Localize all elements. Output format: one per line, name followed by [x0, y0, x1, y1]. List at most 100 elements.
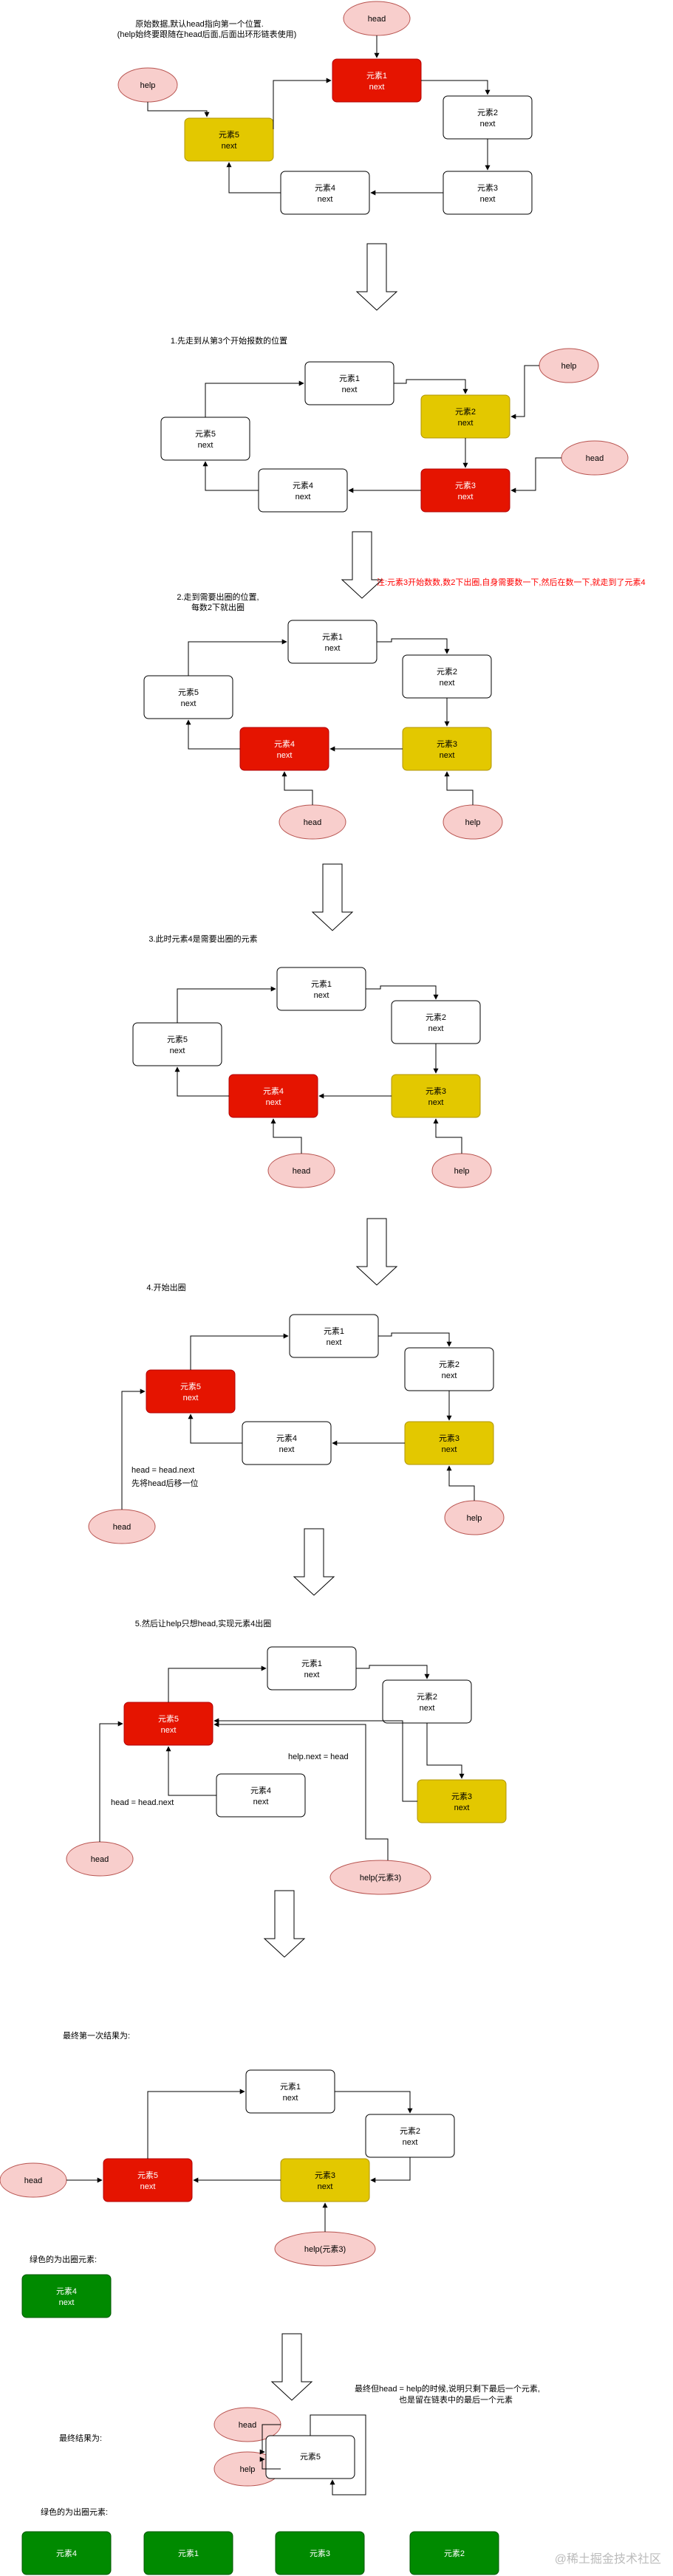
svg-text:next: next: [369, 83, 385, 92]
svg-text:元素1: 元素1: [366, 71, 387, 80]
links: [174, 985, 462, 1154]
step4-title: 4.开始出圈: [146, 1282, 185, 1292]
node-element2: 元素2 next: [382, 1679, 472, 1724]
svg-text:next: next: [283, 2094, 298, 2103]
svg-text:head: head: [368, 15, 386, 24]
down-arrow-5: [293, 1528, 335, 1596]
green-out-title: 绿色的为出圈元素:: [30, 2254, 97, 2264]
note-head-next: head = head.next: [111, 1798, 174, 1807]
svg-text:next: next: [183, 1394, 199, 1402]
svg-text:元素4: 元素4: [293, 481, 313, 490]
out-node-element1: 元素1: [143, 2531, 233, 2575]
svg-text:元素3: 元素3: [451, 1792, 472, 1801]
help-pointer: help: [444, 1500, 505, 1535]
node-element3: 元素3 next: [417, 1779, 507, 1823]
links: [185, 638, 474, 805]
svg-text:next: next: [325, 644, 341, 653]
node-element3: 元素3 next: [402, 727, 492, 771]
svg-text:next: next: [277, 751, 293, 760]
svg-text:元素3: 元素3: [315, 2171, 335, 2180]
svg-text:help: help: [465, 818, 481, 827]
svg-text:元素1: 元素1: [324, 1326, 344, 1336]
svg-text:next: next: [454, 1803, 470, 1812]
help-pointer: help: [443, 804, 503, 840]
svg-text:next: next: [181, 699, 197, 708]
node-element4: 元素4 next: [280, 171, 370, 215]
help-pointer: help: [539, 348, 599, 383]
help-element3-pointer: help(元素3): [329, 1860, 431, 1895]
svg-text:next: next: [428, 1024, 444, 1033]
svg-text:head: head: [586, 454, 604, 463]
svg-text:help(元素3): help(元素3): [360, 1873, 401, 1883]
svg-text:help: help: [140, 81, 156, 90]
head-pointer: head: [88, 1509, 156, 1544]
svg-text:元素5: 元素5: [300, 2452, 321, 2462]
links: [259, 2414, 366, 2496]
svg-text:元素4: 元素4: [276, 1433, 297, 1443]
svg-text:元素5: 元素5: [195, 429, 216, 439]
svg-text:元素4: 元素4: [56, 2549, 77, 2558]
step5-title: 5.然后让help只想head,实现元素4出圈: [135, 1618, 272, 1628]
svg-text:元素4: 元素4: [56, 2286, 77, 2296]
svg-text:next: next: [420, 1704, 435, 1713]
svg-text:next: next: [161, 1726, 177, 1735]
node-element2: 元素2 next: [404, 1347, 494, 1391]
down-arrow-6: [263, 1890, 306, 1958]
note-head-move: 先将head后移一位: [131, 1478, 198, 1488]
svg-text:元素5: 元素5: [158, 1714, 179, 1724]
svg-text:元素2: 元素2: [439, 1360, 460, 1369]
svg-text:元素3: 元素3: [455, 481, 476, 490]
svg-text:next: next: [442, 1371, 457, 1380]
svg-text:next: next: [440, 679, 455, 688]
down-arrow-4: [355, 1218, 398, 1286]
svg-text:help: help: [454, 1167, 470, 1176]
svg-text:元素1: 元素1: [280, 2082, 301, 2092]
head-pointer: head: [279, 804, 346, 840]
node-element4: 元素4 next: [228, 1074, 318, 1118]
node-element2: 元素2 next: [365, 2114, 455, 2158]
out-node-element2: 元素2: [409, 2531, 499, 2575]
node-element5: 元素5 next: [160, 417, 250, 461]
svg-text:元素3: 元素3: [437, 739, 457, 749]
svg-text:next: next: [279, 1445, 295, 1454]
node-element1: 元素1 next: [267, 1646, 357, 1690]
node-element4: 元素4 next: [242, 1421, 332, 1465]
svg-text:元素2: 元素2: [426, 1013, 446, 1022]
out-node-element4: 元素4: [21, 2531, 112, 2575]
svg-text:head: head: [24, 2176, 42, 2185]
note-help-next: help.next = head: [288, 1753, 349, 1761]
section-final: 最终但head = help的时候,说明只剩下最后一个元素, 也是留在链表中的最…: [21, 2383, 661, 2575]
svg-text:元素4: 元素4: [274, 739, 295, 749]
svg-text:元素3: 元素3: [310, 2549, 330, 2558]
final-result-title: 最终结果为:: [59, 2433, 102, 2443]
node-element5: 元素5: [265, 2435, 355, 2479]
svg-text:next: next: [458, 419, 474, 428]
svg-text:next: next: [480, 120, 496, 129]
svg-text:next: next: [440, 751, 455, 760]
watermark: @稀土掘金技术社区: [555, 2552, 661, 2566]
node-element3: 元素3 next: [391, 1074, 481, 1118]
svg-text:next: next: [266, 1098, 281, 1107]
svg-text:next: next: [327, 1338, 342, 1347]
head-pointer: head: [66, 1841, 134, 1877]
out-node-element3: 元素3: [275, 2531, 365, 2575]
links: [147, 35, 491, 196]
links: [99, 1665, 465, 1860]
node-element1: 元素1 next: [276, 967, 366, 1011]
node-element4: 元素4 next: [239, 727, 329, 771]
node-element1: 元素1 next: [287, 620, 378, 664]
svg-text:元素1: 元素1: [311, 979, 332, 989]
down-arrow-2: [341, 531, 383, 599]
svg-text:元素5: 元素5: [180, 1382, 201, 1391]
node-element2: 元素2 next: [391, 1000, 481, 1044]
svg-text:head: head: [304, 818, 321, 827]
section-step4: 4.开始出圈 元素1 next 元素2 next 元素3 next 元素4 ne…: [88, 1282, 505, 1544]
svg-text:next: next: [304, 1671, 320, 1679]
node-element1: 元素1 next: [332, 58, 422, 103]
svg-text:next: next: [198, 441, 213, 450]
down-arrow-3: [311, 863, 354, 931]
svg-text:help(元素3): help(元素3): [304, 2244, 346, 2254]
svg-text:元素5: 元素5: [178, 688, 199, 697]
svg-text:next: next: [428, 1098, 444, 1107]
